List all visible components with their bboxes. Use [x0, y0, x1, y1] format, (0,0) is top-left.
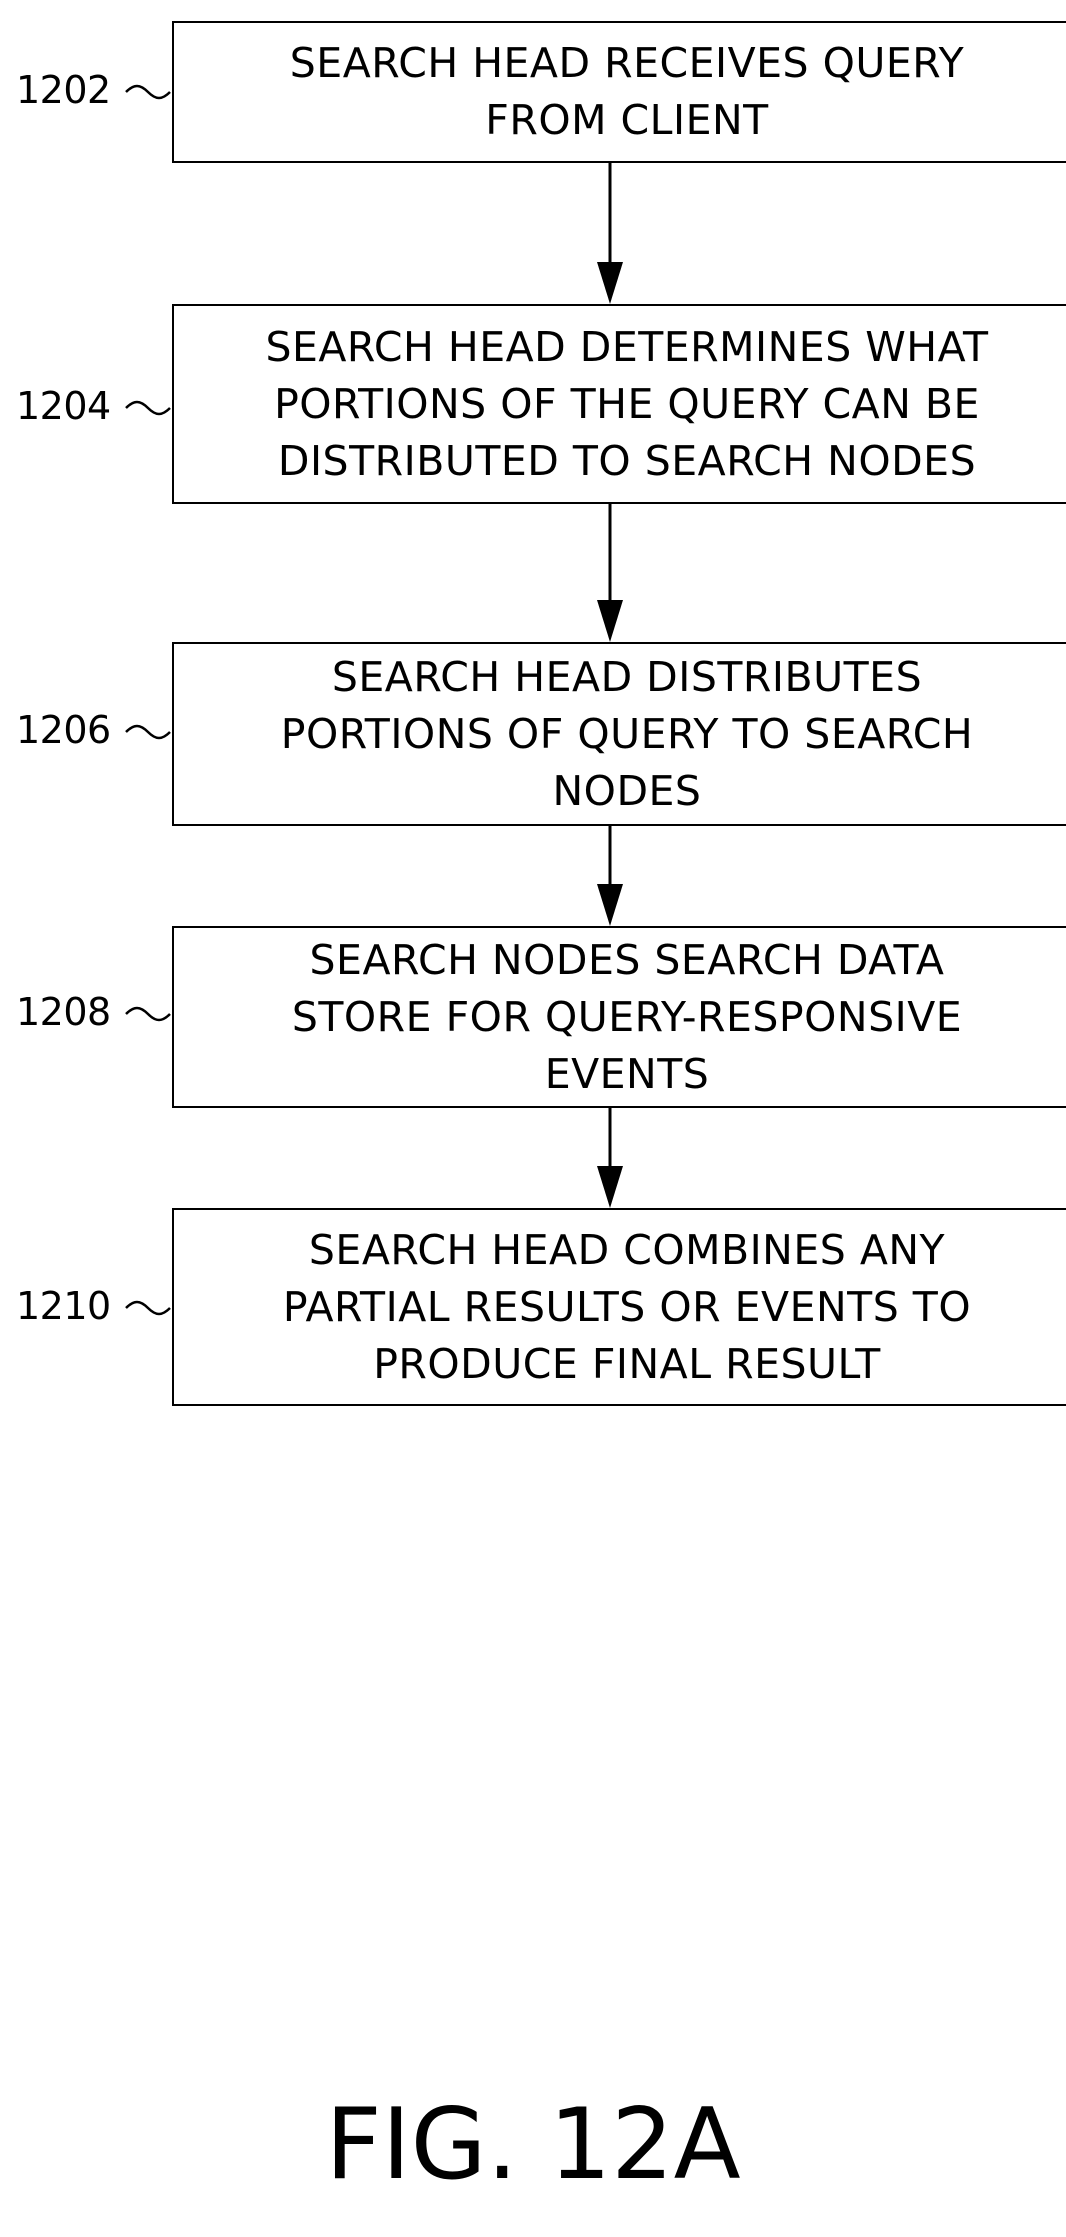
step-box-1208: SEARCH NODES SEARCH DATA STORE FOR QUERY… — [172, 926, 1066, 1108]
arrow-1208-to-1210 — [597, 1107, 623, 1208]
ref-leader-1202 — [124, 82, 172, 102]
ref-leader-1206 — [124, 722, 172, 742]
ref-leader-1210 — [124, 1298, 172, 1318]
ref-label-1204: 1204 — [16, 386, 111, 426]
ref-label-1206: 1206 — [16, 710, 111, 750]
step-box-1202: SEARCH HEAD RECEIVES QUERY FROM CLIENT — [172, 21, 1066, 163]
arrow-1204-to-1206 — [597, 503, 623, 642]
arrow-1206-to-1208 — [597, 825, 623, 926]
step-text-1202: SEARCH HEAD RECEIVES QUERY FROM CLIENT — [280, 35, 974, 149]
ref-label-1210: 1210 — [16, 1286, 111, 1326]
ref-label-1202: 1202 — [16, 70, 111, 110]
ref-label-1208: 1208 — [16, 992, 111, 1032]
ref-leader-1208 — [124, 1004, 172, 1024]
step-text-1206: SEARCH HEAD DISTRIBUTES PORTIONS OF QUER… — [271, 649, 983, 820]
step-text-1204: SEARCH HEAD DETERMINES WHAT PORTIONS OF … — [255, 319, 998, 490]
step-text-1210: SEARCH HEAD COMBINES ANY PARTIAL RESULTS… — [273, 1222, 981, 1393]
step-box-1206: SEARCH HEAD DISTRIBUTES PORTIONS OF QUER… — [172, 642, 1066, 826]
figure-label: FIG. 12A — [0, 2090, 1066, 2200]
step-box-1210: SEARCH HEAD COMBINES ANY PARTIAL RESULTS… — [172, 1208, 1066, 1406]
ref-leader-1204 — [124, 398, 172, 418]
arrow-1202-to-1204 — [597, 162, 623, 304]
step-box-1204: SEARCH HEAD DETERMINES WHAT PORTIONS OF … — [172, 304, 1066, 504]
step-text-1208: SEARCH NODES SEARCH DATA STORE FOR QUERY… — [282, 932, 972, 1103]
